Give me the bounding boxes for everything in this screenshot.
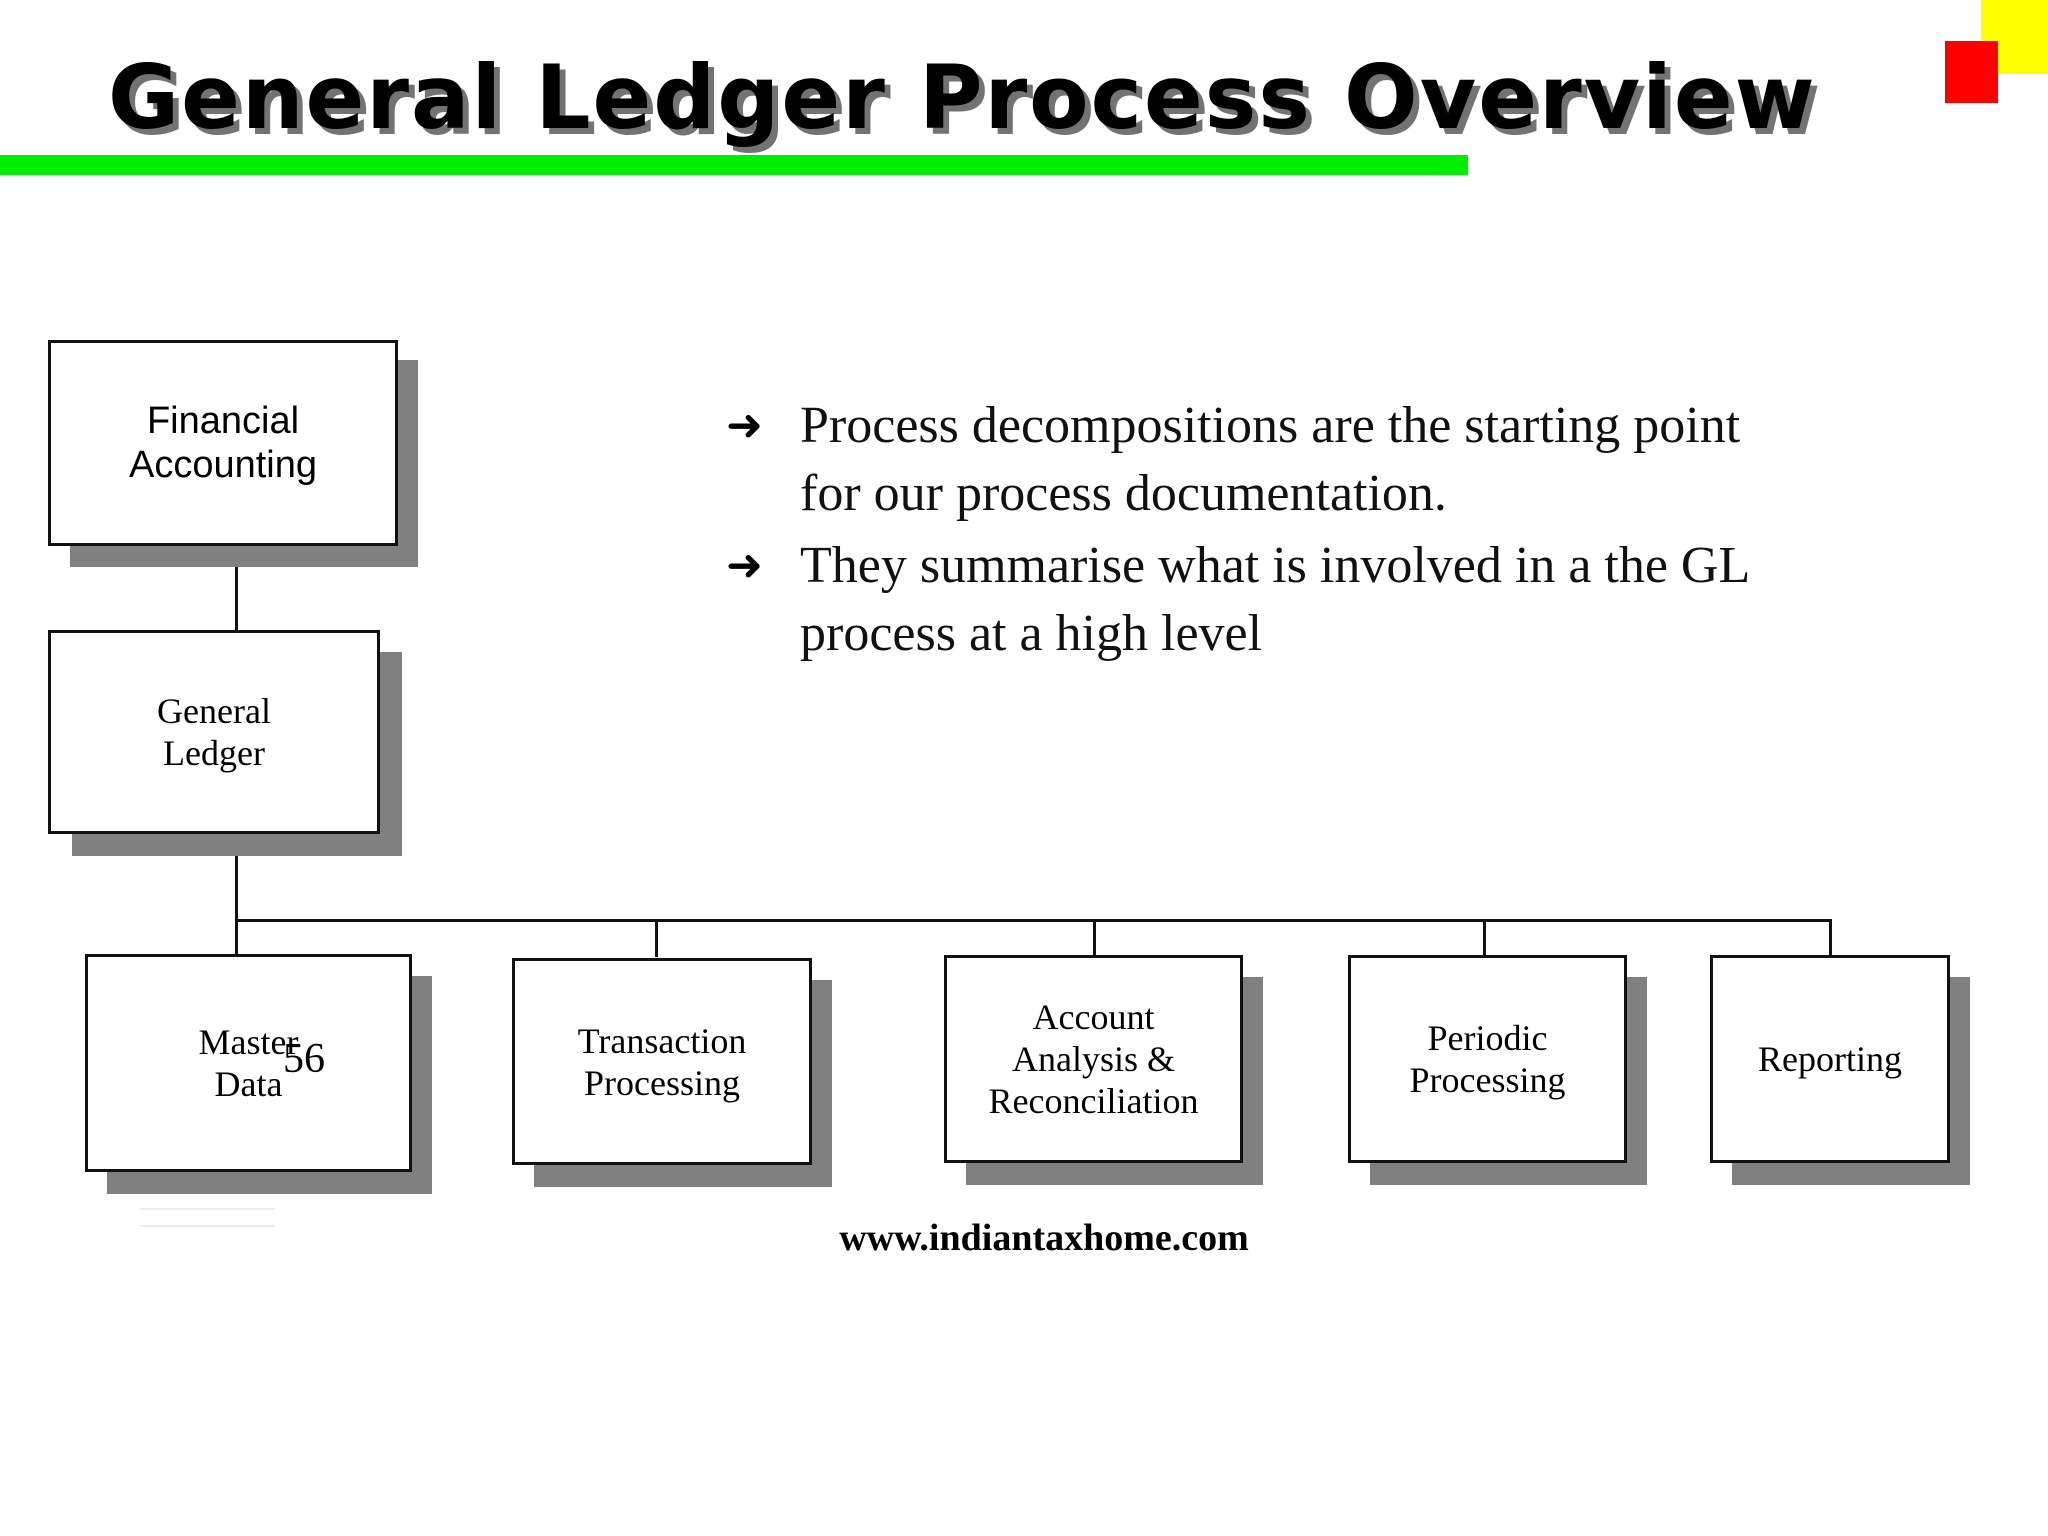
process-box-label: Account Analysis & Reconciliation (988, 997, 1199, 1121)
scan-artifact (140, 1225, 275, 1227)
process-box-general-ledger[interactable]: General Ledger (48, 630, 380, 834)
scan-artifact (140, 1208, 275, 1210)
page-title: General Ledger Process Overview (108, 46, 1817, 149)
bullet-text: They summarise what is involved in a the… (800, 537, 1749, 662)
connector-bus (235, 919, 1831, 922)
connector-drop-reporting (1829, 919, 1832, 957)
connector-drop-transaction-processing (655, 919, 658, 957)
process-box-reporting[interactable]: Reporting (1710, 955, 1950, 1163)
bullet-item: ➜ Process decompositions are the startin… (726, 392, 1786, 528)
connector-gl-to-bus (235, 830, 238, 922)
arrow-bullet-icon: ➜ (726, 400, 763, 451)
corner-square-red (1945, 41, 1998, 103)
process-box-periodic-processing[interactable]: Periodic Processing (1348, 955, 1627, 1163)
connector-drop-master-data (235, 919, 238, 957)
title-accent-rule (0, 155, 1468, 175)
process-box-master-data[interactable]: Master Data (85, 954, 412, 1172)
process-box-label: Master Data (198, 1022, 299, 1104)
connector-drop-periodic-processing (1483, 919, 1486, 957)
footer-url-text: www.indiantaxhome.com (839, 1217, 1249, 1259)
arrow-bullet-icon: ➜ (726, 540, 763, 591)
connector-root-to-gl (235, 543, 238, 636)
bullet-item: ➜ They summarise what is involved in a t… (726, 532, 1786, 668)
process-box-label: Reporting (1758, 1039, 1902, 1079)
bullet-text: Process decompositions are the starting … (800, 397, 1741, 522)
process-box-account-analysis-reconciliation[interactable]: Account Analysis & Reconciliation (944, 955, 1243, 1163)
stray-number-56: 56 (283, 1036, 325, 1082)
process-box-label: Financial Accounting (128, 400, 317, 486)
process-box-label: Transaction Processing (577, 1020, 747, 1103)
process-box-label: Periodic Processing (1409, 1018, 1566, 1100)
footer-url: www.indiantaxhome.com (0, 1216, 2048, 1260)
connector-drop-account-analysis (1093, 919, 1096, 957)
process-box-label: General Ledger (157, 691, 271, 773)
process-box-financial-accounting[interactable]: Financial Accounting (48, 340, 398, 546)
bullet-list: ➜ Process decompositions are the startin… (726, 392, 1786, 672)
process-box-transaction-processing[interactable]: Transaction Processing (512, 958, 812, 1165)
